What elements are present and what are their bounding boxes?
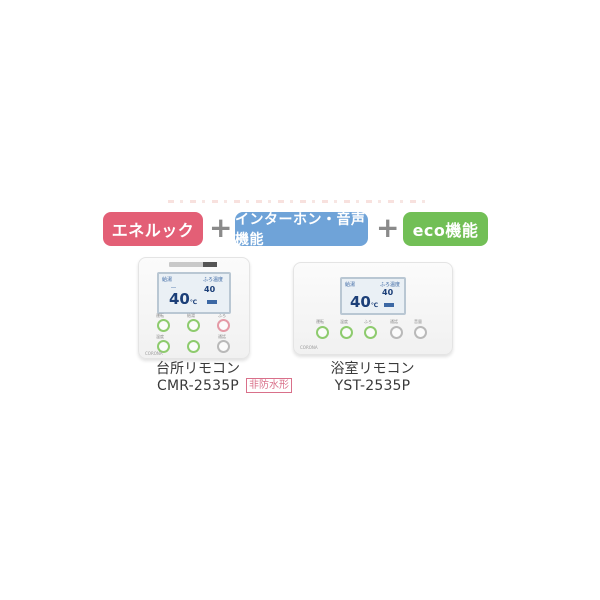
button-label: 通話 <box>218 334 226 339</box>
remote-maker-text: CORONA <box>145 351 163 356</box>
display-label: 給湯 <box>345 282 356 288</box>
bath-bath-temp: 40 <box>382 288 394 297</box>
display-label: 給湯 <box>162 277 173 283</box>
bath-volume-button[interactable] <box>414 326 427 339</box>
button-label: 温度 <box>156 334 164 339</box>
non-waterproof-tag: 非防水形 <box>246 378 292 393</box>
button-label: 給湯 <box>187 313 195 318</box>
bath-talk-button[interactable] <box>390 326 403 339</box>
kitchen-remote-name: 台所リモコン <box>156 361 240 377</box>
bath-remote-name: 浴室リモコン <box>330 361 415 377</box>
display-label: ふろ温度 <box>380 282 401 288</box>
bath-remote-image: 給湯 ふろ温度 40℃ 40 運転 温度 ふろ 通話 音量 CORONA <box>293 262 453 355</box>
display-indicator-bar <box>207 300 217 304</box>
bath-remote-display: 給湯 ふろ温度 40℃ 40 <box>340 277 406 315</box>
kitchen-hot-water-button[interactable] <box>187 319 200 332</box>
bath-hot-water-temp: 40℃ <box>350 293 379 311</box>
kitchen-remote-image: 給湯 ふろ温度 ― 40℃ 40 運転 給湯 ふろ 温度 通話 CORONA <box>138 257 250 359</box>
button-label: 温度 <box>340 319 348 324</box>
button-label: ふろ <box>364 319 372 324</box>
decorative-line <box>168 200 428 203</box>
kitchen-talk-button[interactable] <box>217 340 230 353</box>
bath-remote-caption: 浴室リモコン YST-2535P <box>300 361 445 395</box>
bath-temp-up-button[interactable] <box>364 326 377 339</box>
kitchen-power-button[interactable] <box>157 319 170 332</box>
remote-maker-text: CORONA <box>300 345 318 350</box>
display-indicator-bar <box>384 303 394 307</box>
kitchen-hot-water-temp: 40℃ <box>169 290 198 308</box>
kitchen-bath-button[interactable] <box>217 319 230 332</box>
plus-sign: + <box>376 211 400 244</box>
bath-temp-down-button[interactable] <box>340 326 353 339</box>
kitchen-remote-model: CMR-2535P <box>157 378 239 394</box>
kitchen-remote-display: 給湯 ふろ温度 ― 40℃ 40 <box>157 272 231 314</box>
kitchen-bath-temp: 40 <box>204 285 216 294</box>
kitchen-temp-down-button[interactable] <box>157 340 170 353</box>
bath-power-button[interactable] <box>316 326 329 339</box>
button-label: 音量 <box>414 319 422 324</box>
display-label: ふろ温度 <box>203 277 224 283</box>
kitchen-remote-caption: 台所リモコン CMR-2535P <box>128 361 268 395</box>
remote-top-strip <box>169 262 217 267</box>
plus-sign: + <box>209 211 233 244</box>
feature-badge-enelook: エネルック <box>103 212 203 246</box>
feature-badge-intercom: インターホン・音声機能 <box>235 212 368 248</box>
button-label: 運転 <box>156 313 164 318</box>
button-label: ふろ <box>218 313 226 318</box>
button-label: 通話 <box>390 319 398 324</box>
button-label: 運転 <box>316 319 324 324</box>
bath-remote-model: YST-2535P <box>334 378 411 394</box>
kitchen-temp-up-button[interactable] <box>187 340 200 353</box>
feature-badge-eco: eco機能 <box>403 212 488 246</box>
display-label: ― <box>171 285 176 291</box>
